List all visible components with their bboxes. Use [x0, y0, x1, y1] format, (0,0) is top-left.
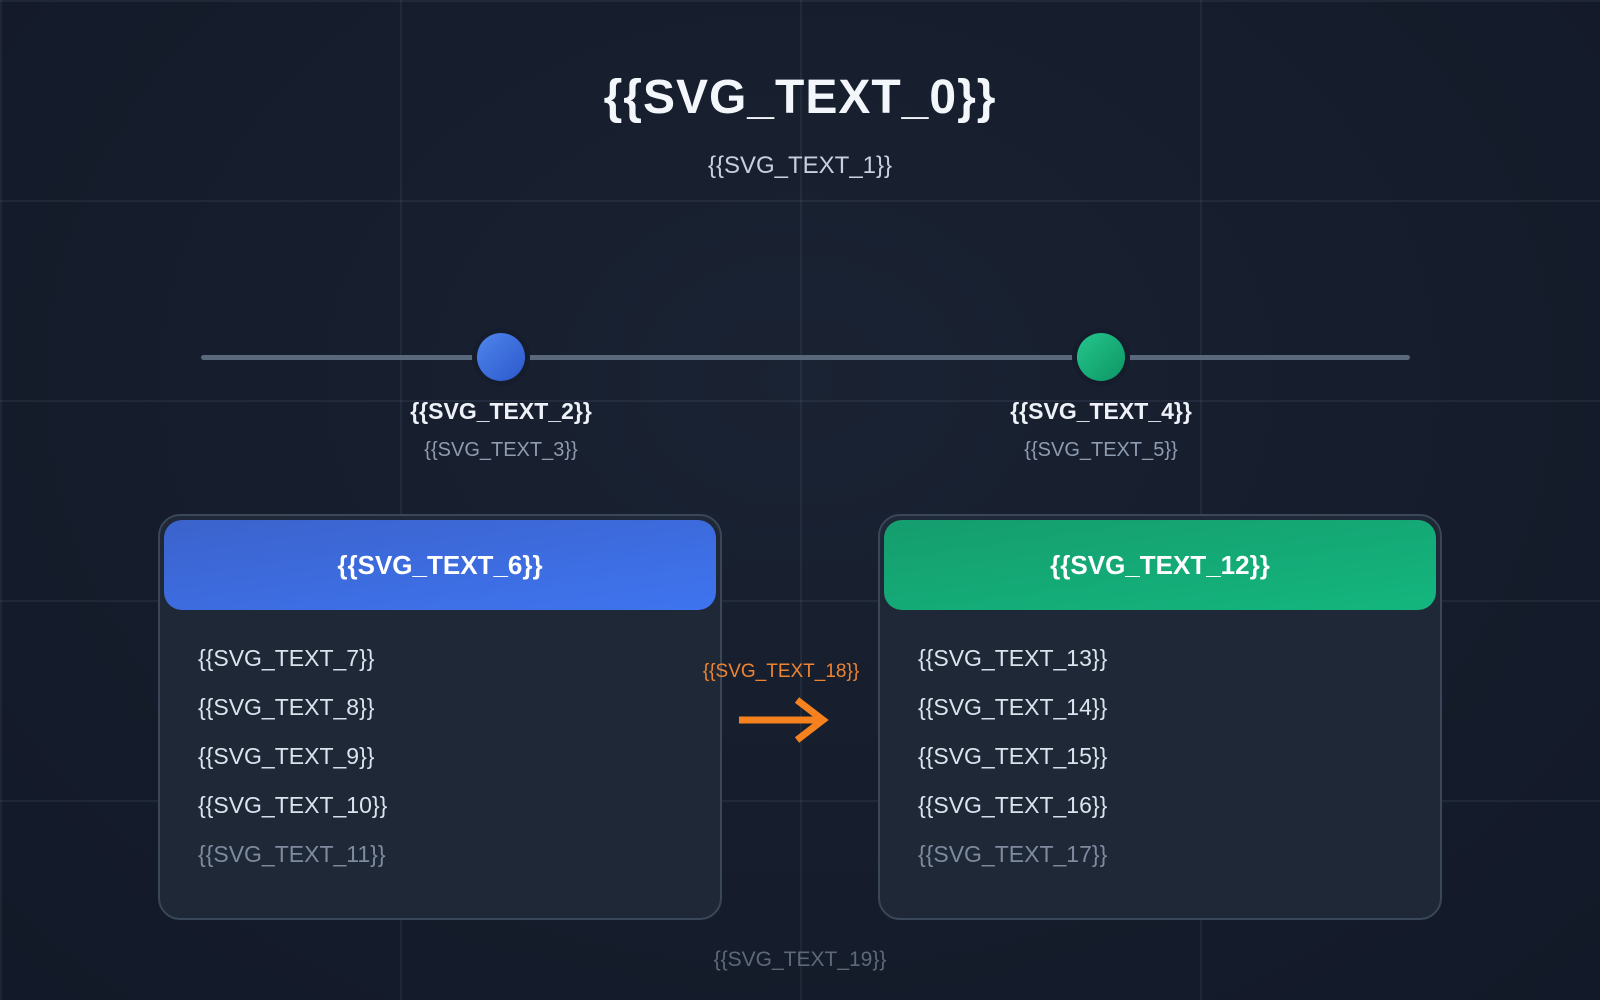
card-item: {{SVG_TEXT_10}}	[198, 792, 388, 818]
timeline-marker-dot-blue	[477, 333, 525, 381]
card-item-muted: {{SVG_TEXT_17}}	[918, 841, 1108, 867]
card-item-muted: {{SVG_TEXT_11}}	[198, 841, 386, 867]
timeline-track	[201, 355, 1410, 360]
timeline-marker-dot-green	[1077, 333, 1125, 381]
card-item: {{SVG_TEXT_9}}	[198, 743, 375, 769]
card-left: {{SVG_TEXT_6}} {{SVG_TEXT_7}} {{SVG_TEXT…	[158, 514, 722, 920]
arrow-right-icon	[739, 697, 829, 743]
card-left-header: {{SVG_TEXT_6}}	[164, 520, 716, 610]
card-right: {{SVG_TEXT_12}} {{SVG_TEXT_13}} {{SVG_TE…	[878, 514, 1442, 920]
transition-arrow-label: {{SVG_TEXT_18}}	[702, 661, 860, 682]
page-title: {{SVG_TEXT_0}}	[603, 71, 997, 124]
timeline-marker-sublabel: {{SVG_TEXT_5}}	[1024, 439, 1178, 461]
card-item: {{SVG_TEXT_14}}	[918, 694, 1108, 720]
card-item: {{SVG_TEXT_7}}	[198, 645, 375, 671]
card-left-body: {{SVG_TEXT_7}} {{SVG_TEXT_8}} {{SVG_TEXT…	[160, 614, 720, 879]
page-footer: {{SVG_TEXT_19}}	[713, 948, 887, 971]
card-item: {{SVG_TEXT_13}}	[918, 645, 1108, 671]
timeline-marker-sublabel: {{SVG_TEXT_3}}	[424, 439, 578, 461]
page-subtitle: {{SVG_TEXT_1}}	[707, 152, 893, 179]
card-right-header: {{SVG_TEXT_12}}	[884, 520, 1436, 610]
card-item: {{SVG_TEXT_8}}	[198, 694, 375, 720]
card-right-body: {{SVG_TEXT_13}} {{SVG_TEXT_14}} {{SVG_TE…	[880, 614, 1440, 879]
card-item: {{SVG_TEXT_15}}	[918, 743, 1108, 769]
timeline-marker-label: {{SVG_TEXT_4}}	[1010, 398, 1192, 424]
card-item: {{SVG_TEXT_16}}	[918, 792, 1108, 818]
timeline-marker-label: {{SVG_TEXT_2}}	[410, 398, 592, 424]
